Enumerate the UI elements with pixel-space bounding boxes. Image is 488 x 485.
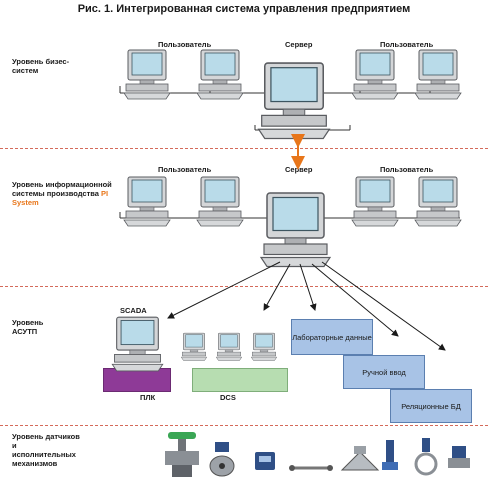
user-label-4: Пользователь	[380, 165, 434, 174]
level-business-text: Уровень бизес- систем	[12, 57, 70, 75]
server-computer-1	[257, 62, 331, 140]
transmitter-icon	[255, 452, 275, 470]
control-valve-icon	[165, 432, 199, 477]
scada-computer	[111, 316, 164, 372]
figure-title: Рис. 1. Интегрированная система управлен…	[77, 3, 411, 15]
level-info-text: Уровень информационной системы производс…	[12, 180, 112, 198]
user-computer-4	[414, 49, 462, 100]
relational-db-text: Реляционные БД	[401, 401, 461, 411]
user-computer-3	[351, 49, 399, 100]
dcs-computer-3	[250, 332, 278, 361]
level-gauge-icon	[382, 440, 398, 470]
ring-sensor-icon	[414, 438, 438, 476]
user-computer-7	[351, 176, 399, 227]
server-arrows	[167, 261, 446, 351]
flow-meter-icon	[209, 442, 235, 477]
user-label-1: Пользователь	[158, 40, 212, 49]
level-info-label: Уровень информационной системы производс…	[12, 180, 112, 207]
level-acs-label: Уровень АСУТП	[12, 318, 62, 336]
relational-db-box: Реляционные БД	[390, 389, 472, 423]
server-computer-2	[260, 192, 331, 268]
manual-input-box: Ручной ввод	[343, 355, 425, 389]
dcs-computer-1	[180, 332, 208, 361]
plc-label: ПЛК	[140, 393, 156, 402]
manual-input-text: Ручной ввод	[362, 367, 406, 377]
lab-data-text: Лабораторные данные	[292, 332, 372, 342]
dcs-computer-2	[215, 332, 243, 361]
level-acs-text: Уровень АСУТП	[12, 318, 44, 336]
dcs-label: DCS	[220, 393, 236, 402]
server-label-1: Сервер	[285, 40, 313, 49]
pi-system-label: PI System	[12, 189, 109, 207]
user-computer-1	[123, 49, 171, 100]
user-label-2: Пользователь	[380, 40, 434, 49]
separator-2	[0, 286, 488, 287]
user-computer-2	[196, 49, 244, 100]
sensor-rod-icon	[289, 465, 333, 471]
level-sensors-label: Уровень датчиков и исполнительных механи…	[12, 432, 82, 468]
separator-1	[0, 148, 488, 149]
user-computer-6	[196, 176, 244, 227]
lab-data-box: Лабораторные данные	[291, 319, 373, 355]
weighing-scale-icon	[340, 446, 380, 471]
pressure-meter-icon	[448, 446, 470, 468]
dcs-block	[192, 368, 288, 392]
user-computer-8	[414, 176, 462, 227]
level-sensors-text: Уровень датчиков и исполнительных механи…	[12, 432, 80, 468]
level-business-label: Уровень бизес- систем	[12, 57, 70, 75]
user-label-3: Пользователь	[158, 165, 212, 174]
separator-3	[0, 425, 488, 426]
scada-label: SCADA	[120, 306, 147, 315]
user-computer-5	[123, 176, 171, 227]
